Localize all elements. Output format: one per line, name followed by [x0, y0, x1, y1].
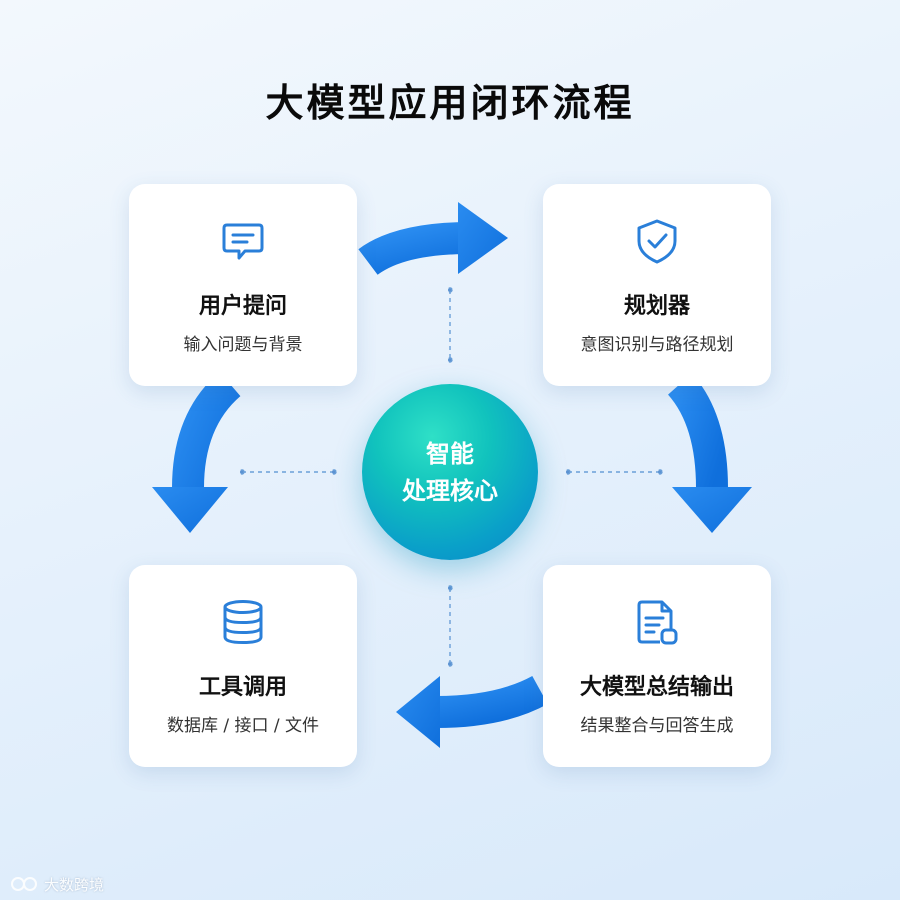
core-label-line1: 智能	[426, 440, 474, 468]
step-subtitle: 数据库 / 接口 / 文件	[166, 716, 320, 736]
step-card-tool-call: 工具调用 数据库 / 接口 / 文件	[129, 565, 357, 767]
arrow-bottom	[396, 675, 548, 748]
arrow-right	[667, 373, 752, 533]
core-label: 智能 处理核心	[362, 436, 538, 510]
step-card-planner: 规划器 意图识别与路径规划	[543, 184, 771, 386]
step-subtitle: 结果整合与回答生成	[580, 716, 734, 736]
watermark-text: 大数跨境	[44, 875, 105, 894]
step-card-user-question: 用户提问 输入问题与背景	[129, 184, 357, 386]
shield-check-icon	[632, 216, 682, 266]
step-title: 大模型总结输出	[579, 675, 734, 700]
arrow-left	[152, 371, 241, 533]
core-circle: 智能 处理核心	[362, 384, 538, 560]
diagram-title: 大模型应用闭环流程	[265, 81, 635, 125]
step-title: 工具调用	[198, 675, 287, 700]
arrow-top	[358, 202, 508, 276]
watermark-logo-icon	[11, 877, 37, 891]
database-icon	[218, 597, 268, 647]
step-subtitle: 输入问题与背景	[183, 335, 303, 355]
chat-icon	[218, 216, 268, 266]
step-title: 规划器	[623, 294, 690, 319]
step-card-llm-output: 大模型总结输出 结果整合与回答生成	[543, 565, 771, 767]
step-subtitle: 意图识别与路径规划	[580, 335, 734, 355]
document-icon	[632, 597, 682, 647]
step-title: 用户提问	[198, 294, 287, 319]
core-label-line2: 处理核心	[402, 477, 498, 505]
watermark: 大数跨境	[10, 872, 104, 896]
